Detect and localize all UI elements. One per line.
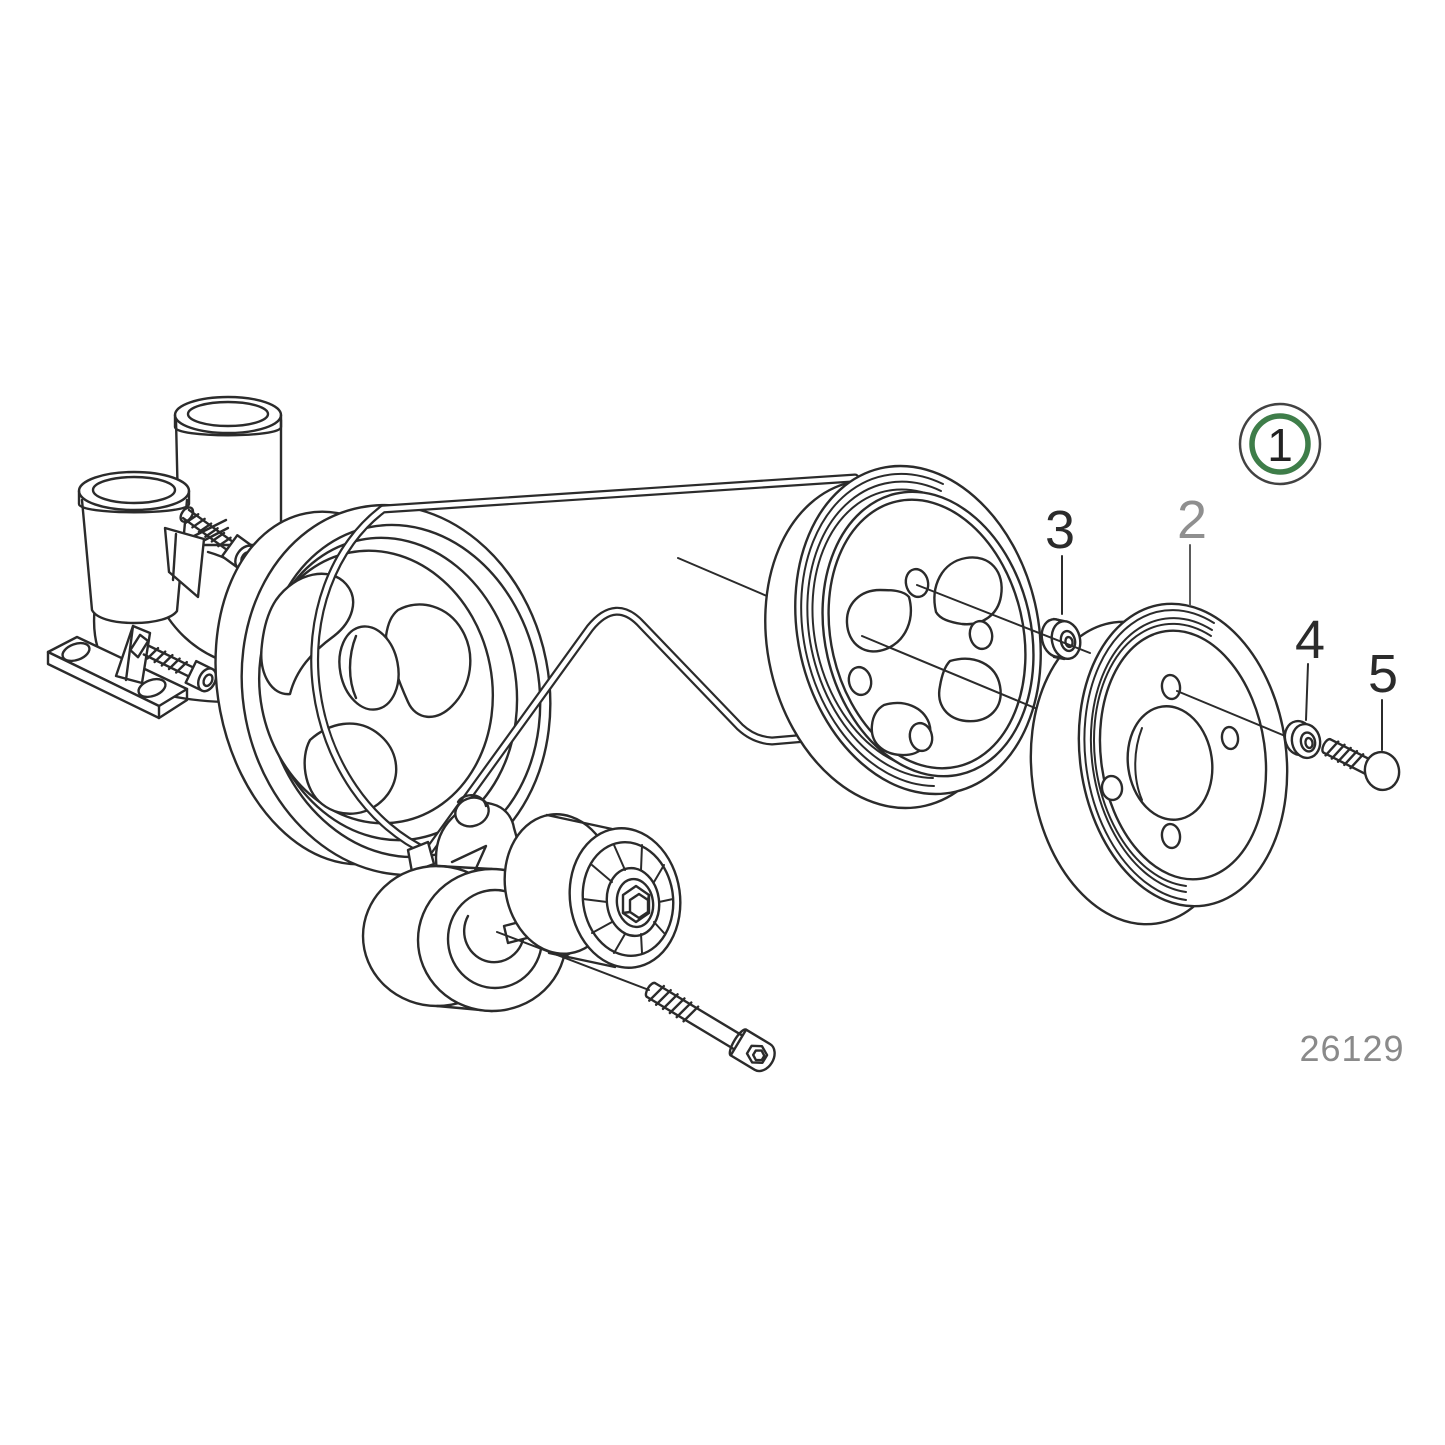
callout-5-label[interactable]: 5 — [1368, 644, 1398, 704]
pulley-center-hole — [1126, 705, 1214, 821]
washer — [1283, 719, 1322, 760]
callout-1-green-ring — [1249, 413, 1311, 475]
spacer-bushing — [1040, 617, 1082, 661]
hub-bolt-hole — [908, 721, 934, 753]
hub-bolt-hole — [968, 619, 994, 651]
pump-port-rear — [173, 395, 283, 565]
callout-4-label[interactable]: 4 — [1295, 610, 1325, 670]
hub-bolt-hole — [847, 665, 873, 697]
bearing-spokes — [582, 844, 674, 954]
crankshaft-pulley — [1029, 602, 1289, 926]
tensioner-lug — [454, 796, 490, 828]
pulley-bolt — [1321, 737, 1401, 792]
pulley-bolt-hole — [1220, 725, 1240, 751]
tensioner-bolt — [644, 981, 776, 1073]
callout-3-label[interactable]: 3 — [1045, 500, 1075, 560]
pump-pulley-opening — [303, 722, 398, 815]
hub-cutout — [933, 556, 1003, 626]
alignment-line — [1176, 690, 1291, 739]
belt-tensioner — [361, 793, 776, 1073]
callout-leader-lines — [1061, 544, 1383, 751]
belt-groove-ribs — [800, 472, 944, 787]
figure-number: 26129 — [1299, 1028, 1404, 1069]
callout-2-label[interactable]: 2 — [1177, 490, 1207, 550]
pulley-bolt-hole — [1100, 774, 1124, 802]
belt-groove-ribs — [1083, 609, 1215, 901]
pump-pulley — [214, 503, 552, 877]
drive-belt — [310, 473, 860, 857]
pump-pulley-hub-hole — [338, 625, 400, 711]
callout-1-label[interactable]: 1 — [1267, 419, 1293, 471]
hub-bolt-hole — [904, 567, 930, 599]
idler-pulley — [503, 813, 682, 969]
leader-callout-4 — [1305, 663, 1309, 721]
pump-port-front — [77, 470, 206, 625]
pulley-bolt-hole — [1160, 673, 1182, 701]
pump-clamp-screw-lower — [129, 633, 218, 693]
callout-1-outer-ring — [1238, 402, 1322, 486]
alignment-line — [861, 635, 1036, 709]
crankshaft-hub — [764, 464, 1042, 810]
pulley-bolt-hole — [1160, 822, 1182, 850]
callout-1-circled[interactable]: 1 — [1238, 402, 1322, 486]
alignment-line — [916, 584, 1091, 654]
leader-line-tensioner-bolt — [496, 931, 650, 991]
bolt-head — [1363, 750, 1401, 792]
